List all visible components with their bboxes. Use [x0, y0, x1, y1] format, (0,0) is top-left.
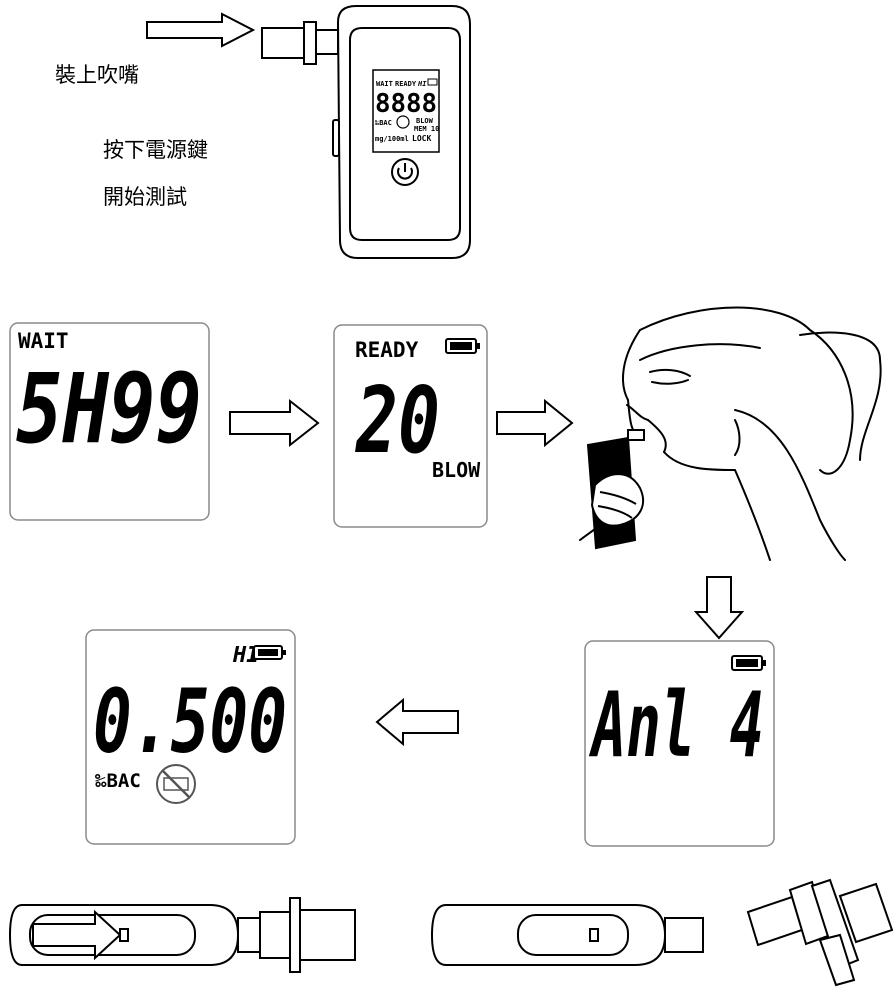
analyzing-digits: Anl 4	[589, 673, 764, 778]
step-press-power: 按下電源鍵	[103, 138, 208, 162]
power-icon	[397, 163, 413, 180]
step-attach-mouthpiece: 裝上吹嘴	[55, 63, 139, 87]
step-start-test: 開始測試	[103, 185, 187, 209]
insert-arrow-icon	[146, 12, 256, 48]
screen-result: HI 0.500 ‰BAC	[85, 629, 296, 845]
result-digits: 0.500	[93, 670, 287, 773]
detached-mouthpiece	[746, 878, 894, 987]
wait-label: WAIT	[18, 329, 69, 353]
no-drink-drive-icon	[156, 764, 196, 804]
battery-icon	[253, 645, 286, 660]
lcd-digits: 8888	[375, 89, 437, 119]
lcd-unit-bac: ‰BAC	[375, 119, 392, 127]
lcd-unit-mg: mg/100ml	[375, 135, 409, 143]
mouthpiece	[261, 21, 339, 65]
ready-label: READY	[355, 338, 419, 362]
lcd-wait-label: WAIT	[376, 80, 393, 88]
wait-digits: 5H99	[16, 353, 202, 465]
lcd-ready-label: READY	[395, 80, 417, 88]
person-blowing-illustration	[579, 306, 882, 561]
result-unit: ‰BAC	[95, 770, 141, 792]
lcd-battery-icon	[427, 78, 438, 86]
right-arrow-icon	[496, 398, 574, 448]
device-held-illustration	[586, 429, 645, 550]
lcd-no-drive-icon	[396, 115, 410, 129]
device-lcd: WAIT READY HI 8888 ‰BAC BLOW MEM 10 mg/1…	[375, 78, 439, 143]
lcd-hi-label: HI	[417, 80, 427, 88]
battery-icon	[445, 338, 480, 354]
lcd-mem-label: MEM 10	[414, 125, 439, 133]
breathalyzer-device	[332, 5, 471, 259]
left-arrow-icon	[375, 697, 459, 747]
screen-analyzing: Anl 4	[584, 640, 775, 847]
slide-arrow-icon	[32, 909, 122, 961]
lcd-lock-label: LOCK	[412, 134, 431, 143]
device-side-view-attached	[8, 897, 356, 973]
device-side-view-detached	[430, 904, 704, 966]
lcd-blow-label: BLOW	[416, 117, 434, 125]
power-button[interactable]	[391, 158, 419, 186]
ready-digits: 20	[354, 367, 440, 474]
screen-wait: WAIT 5H99	[9, 322, 210, 521]
battery-icon	[731, 655, 766, 671]
down-arrow-icon	[693, 576, 745, 640]
right-arrow-icon	[229, 398, 320, 448]
blow-label: BLOW	[432, 458, 481, 482]
screen-ready: READY 20 BLOW	[333, 324, 488, 528]
